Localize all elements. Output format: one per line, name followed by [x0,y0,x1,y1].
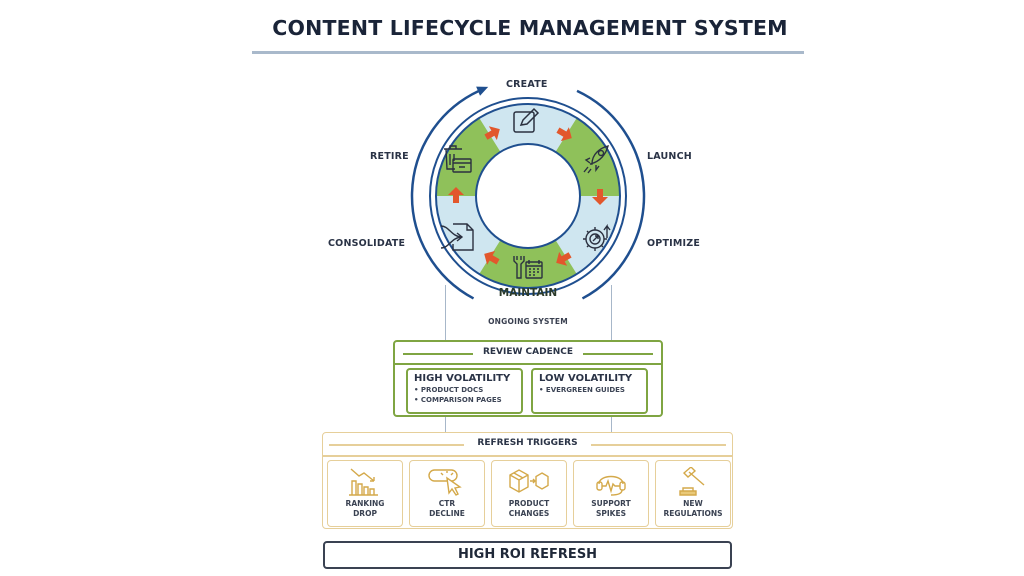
headset-icon [596,475,626,496]
segment-maintain [479,240,577,288]
triggers-divider [323,455,732,457]
ring-outline [429,97,627,295]
high-volatility-item: COMPARISON PAGES [414,395,515,405]
rocket-icon [583,145,609,174]
flow-arrow-icon [484,250,500,265]
title-underline [252,51,804,54]
stage-label-launch: LAUNCH [647,151,692,162]
review-cadence-panel: REVIEW CADENCE HIGH VOLATILITY PRODUCT D… [393,340,663,417]
review-divider [395,363,661,365]
high-volatility-title: HIGH VOLATILITY [414,373,511,384]
high-volatility-box: HIGH VOLATILITY PRODUCT DOCS COMPARISON … [406,368,523,414]
cursor-click-icon [428,469,462,496]
review-cadence-header: REVIEW CADENCE [395,347,661,361]
ring-outer-border [435,103,621,289]
wrench-calendar-icon [513,256,543,279]
page-title: CONTENT LIFECYCLE MANAGEMENT SYSTEM [272,16,788,40]
connector-review-triggers [445,417,446,433]
stage-label-consolidate: CONSOLIDATE [328,238,406,249]
stage-label-retire: RETIRE [370,151,409,162]
segment-retire [436,117,501,196]
review-cadence-title: REVIEW CADENCE [476,347,580,357]
flow-arrow-icon [556,127,572,142]
merge-document-icon [440,223,474,251]
high-roi-refresh-banner: HIGH ROI REFRESH [323,541,732,569]
low-volatility-title: LOW VOLATILITY [539,373,633,384]
flow-arrow-icon [484,126,500,141]
flow-arrow-icon [448,187,464,203]
trash-archive-icon [444,145,472,173]
connector-left [445,285,446,341]
gear-growth-icon [583,223,611,251]
refresh-triggers-header: REFRESH TRIGGERS [323,438,732,452]
connector-right [611,285,612,341]
stage-label-optimize: OPTIMIZE [647,238,701,249]
segment-launch [555,117,620,196]
edit-icon [513,107,540,133]
refresh-triggers-title: REFRESH TRIGGERS [471,438,584,448]
low-volatility-box: LOW VOLATILITY EVERGREEN GUIDES [531,368,648,414]
connector-review-triggers-right [611,417,612,433]
ongoing-system-label: ONGOING SYSTEM [488,317,568,326]
flow-arc-right [576,89,646,300]
high-volatility-item: PRODUCT DOCS [414,385,515,395]
ring-inner-border [475,143,581,249]
stage-label-maintain: MAINTAIN [499,287,557,299]
stage-label-create: CREATE [506,79,548,90]
gavel-icon [679,467,705,496]
box-transform-icon [509,469,549,493]
low-volatility-item: EVERGREEN GUIDES [539,385,640,395]
flow-arc-left [410,89,480,300]
chart-decline-icon [349,468,378,496]
flow-arrow-icon [592,189,608,205]
flow-arrow-icon [556,251,572,266]
flow-arrowhead-icon [476,86,489,96]
